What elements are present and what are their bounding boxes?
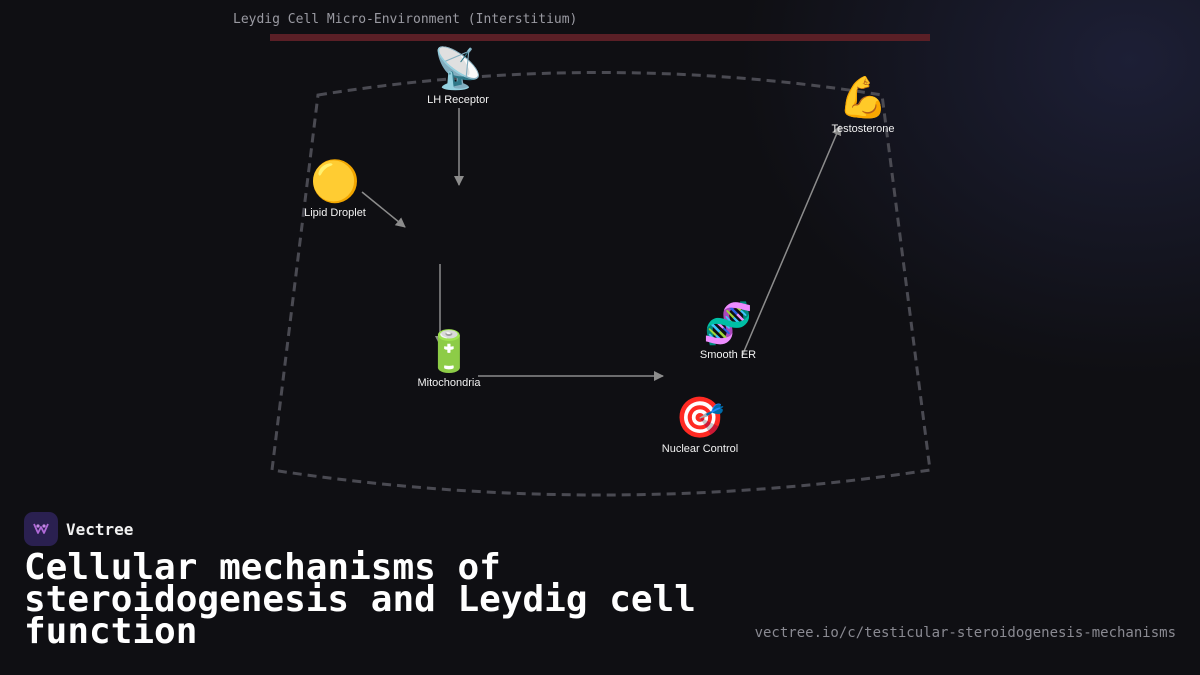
node-label: Mitochondria [417, 377, 481, 389]
source-url[interactable]: vectree.io/c/testicular-steroidogenesis-… [754, 625, 1176, 641]
node-lh-receptor[interactable]: 📡 LH Receptor [398, 46, 518, 106]
edge-smooth-er-to-testosterone [741, 125, 842, 357]
target-icon: 🎯 [675, 396, 725, 440]
cell-boundary [270, 71, 932, 497]
diagram-header-bar [270, 34, 930, 41]
node-testosterone[interactable]: 💪 Testosterone [803, 75, 923, 135]
node-nuclear-control[interactable]: 🎯 Nuclear Control [640, 395, 760, 455]
node-label: Testosterone [831, 123, 895, 135]
page-title: Cellular mechanisms of steroidogenesis a… [24, 547, 696, 652]
satellite-dish-icon: 📡 [433, 47, 483, 91]
flexed-biceps-icon: 💪 [838, 76, 888, 120]
node-label: Lipid Droplet [304, 207, 366, 219]
node-label: Smooth ER [699, 349, 757, 361]
edge-lipid-droplet-to-transport [361, 191, 406, 228]
battery-icon: 🔋 [424, 330, 474, 374]
vectree-logo-icon [24, 512, 58, 546]
dna-icon: 🧬 [703, 302, 753, 346]
node-smooth-er[interactable]: 🧬 Smooth ER [668, 301, 788, 361]
brand[interactable]: Vectree [24, 512, 133, 546]
node-mitochondria[interactable]: 🔋 Mitochondria [389, 329, 509, 389]
node-label: Nuclear Control [661, 443, 739, 455]
node-label: LH Receptor [427, 94, 489, 106]
diagram-title: Leydig Cell Micro-Environment (Interstit… [233, 12, 578, 27]
brand-name: Vectree [66, 519, 134, 539]
yellow-circle-icon: 🟡 [310, 160, 360, 204]
node-lipid-droplet[interactable]: 🟡 Lipid Droplet [275, 159, 395, 219]
